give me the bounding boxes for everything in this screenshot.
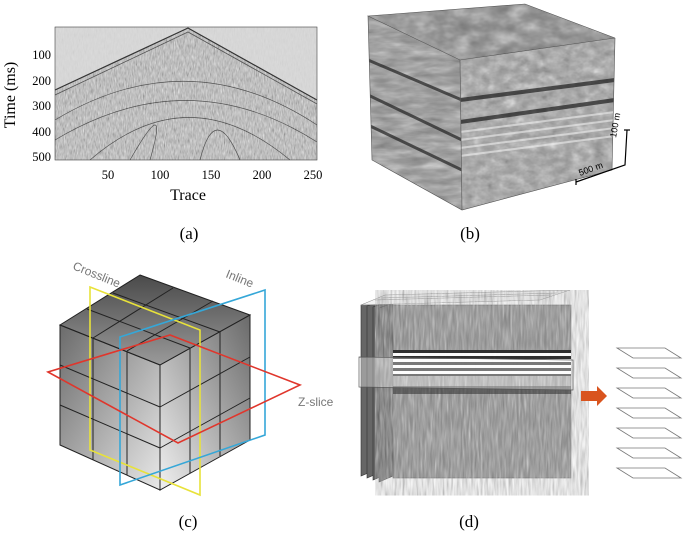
cube-top [60, 275, 250, 365]
slice-stack [615, 347, 683, 479]
zslice-plane [45, 334, 303, 444]
scale-bars [575, 129, 630, 185]
panel-a-xlabel: Trace [170, 187, 206, 204]
label-crossline: Crossline [71, 259, 123, 291]
arrow-right-icon [581, 386, 607, 406]
scale-label-100m: 100 m [608, 112, 622, 138]
inline-plane [119, 288, 266, 487]
panel-a-ylabel: Time (ms) [2, 62, 19, 129]
ytick-200: 200 [32, 74, 51, 88]
label-inline: Inline [224, 267, 256, 291]
caption-c: (c) [178, 512, 198, 531]
ytick-300: 300 [32, 99, 51, 113]
cube-right [160, 315, 250, 490]
gpr-stack [358, 290, 574, 483]
cube-grid [58, 274, 252, 491]
caption-a: (a) [179, 224, 199, 243]
caption-b: (b) [460, 224, 480, 243]
xtick-200: 200 [253, 168, 272, 182]
xtick-150: 150 [202, 168, 221, 182]
cube-left [60, 325, 160, 490]
xtick-250: 250 [304, 168, 323, 182]
panel-d-gpr-volume [358, 290, 683, 483]
xtick-50: 50 [102, 168, 115, 182]
ytick-100: 100 [32, 48, 51, 62]
panel-b-seismic-volume: 100 m 500 m [366, 3, 630, 211]
caption-d: (d) [459, 512, 479, 531]
xtick-100: 100 [151, 168, 170, 182]
label-zslice: Z-slice [298, 395, 334, 409]
panel-c-slicing-cube: Crossline Inline Z-slice [45, 259, 334, 497]
panel-a-shot-gather: 100 200 300 400 500 Time (ms) 50 100 150… [2, 26, 323, 204]
ytick-500: 500 [32, 150, 51, 164]
gather-image [55, 27, 317, 160]
ytick-400: 400 [32, 125, 51, 139]
